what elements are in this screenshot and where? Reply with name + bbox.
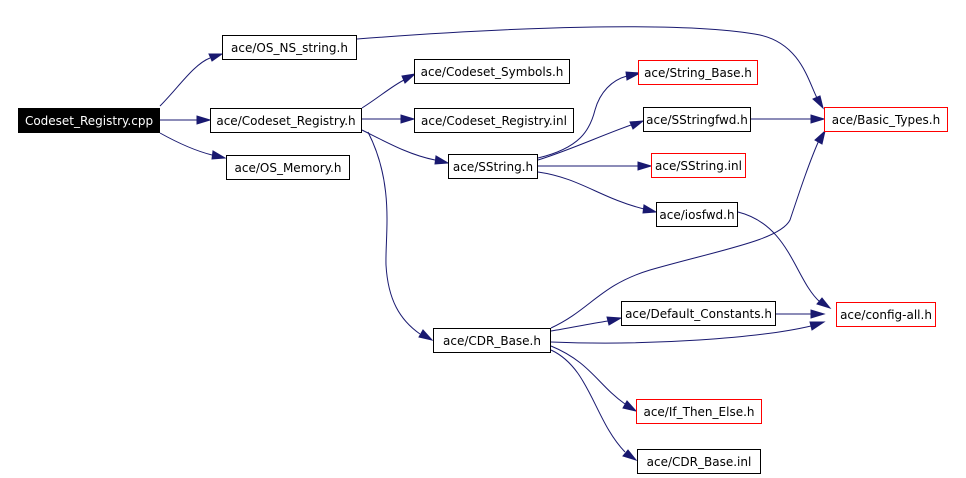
edge-cdr-base-to-basic-types	[550, 137, 821, 329]
node-sstring-h[interactable]: ace/SString.h	[448, 154, 538, 179]
edge-cdr-base-to-if-then-else	[550, 345, 626, 405]
edge-sstring-to-string-base	[537, 75, 628, 159]
arrowhead	[629, 120, 645, 130]
node-codeset-registry-inl[interactable]: ace/Codeset_Registry.inl	[414, 108, 574, 133]
arrowhead	[642, 204, 658, 214]
arrowhead	[401, 73, 417, 84]
node-sstring-inl[interactable]: ace/SString.inl	[651, 153, 746, 178]
node-codeset-symbols-h[interactable]: ace/Codeset_Symbols.h	[414, 59, 570, 84]
node-codeset-registry-h[interactable]: ace/Codeset_Registry.h	[210, 108, 362, 133]
edge-iosfwd-to-config-all	[737, 211, 821, 303]
arrowhead	[622, 449, 638, 461]
arrowhead	[810, 114, 826, 124]
node-basic-types-h[interactable]: ace/Basic_Types.h	[824, 107, 948, 132]
edge-registry-h-to-sstring-h	[361, 129, 436, 161]
edge-os-ns-string-to-basic-types	[356, 26, 818, 99]
edge-sstring-to-sstringfwd	[537, 124, 632, 161]
arrowhead	[400, 114, 416, 124]
arrowhead	[809, 321, 826, 331]
arrowhead	[810, 309, 826, 319]
arrowhead	[196, 115, 212, 125]
edge-cpp-to-os-memory	[159, 132, 213, 156]
arrowhead	[418, 329, 434, 341]
arrowhead	[637, 161, 653, 171]
arrowhead	[622, 400, 638, 412]
arrowhead	[434, 155, 450, 165]
arrowhead	[816, 297, 832, 309]
node-cdr-base-inl[interactable]: ace/CDR_Base.inl	[637, 449, 761, 474]
edge-registry-h-to-symbols	[361, 79, 405, 109]
node-string-base-h[interactable]: ace/String_Base.h	[638, 60, 758, 85]
arrowhead	[208, 53, 224, 62]
node-config-all-h[interactable]: ace/config-all.h	[836, 302, 936, 327]
node-codeset-registry-cpp[interactable]: Codeset_Registry.cpp	[18, 108, 160, 133]
edge-cdr-base-to-default-constants	[550, 320, 609, 332]
arrowhead	[812, 95, 824, 110]
edge-cpp-to-os-ns-string	[159, 57, 211, 107]
node-iosfwd-h[interactable]: ace/iosfwd.h	[656, 202, 738, 227]
arrowhead	[625, 71, 642, 81]
edge-cdr-base-to-cdr-base-inl	[550, 349, 626, 453]
edge-cdr-base-to-config-all	[550, 325, 812, 344]
node-sstringfwd-h[interactable]: ace/SStringfwd.h	[643, 107, 751, 132]
node-cdr-base-h[interactable]: ace/CDR_Base.h	[433, 328, 551, 353]
edge-sstring-to-iosfwd	[537, 171, 645, 210]
node-default-constants-h[interactable]: ace/Default_Constants.h	[621, 301, 776, 326]
arrowhead	[606, 316, 623, 326]
edge-registry-h-to-cdr-base-h	[367, 131, 421, 335]
arrowhead	[814, 129, 826, 145]
node-os-memory-h[interactable]: ace/OS_Memory.h	[226, 155, 350, 180]
arrowhead	[211, 150, 227, 160]
node-os-ns-string-h[interactable]: ace/OS_NS_string.h	[222, 35, 357, 60]
node-if-then-else-h[interactable]: ace/If_Then_Else.h	[636, 399, 762, 424]
